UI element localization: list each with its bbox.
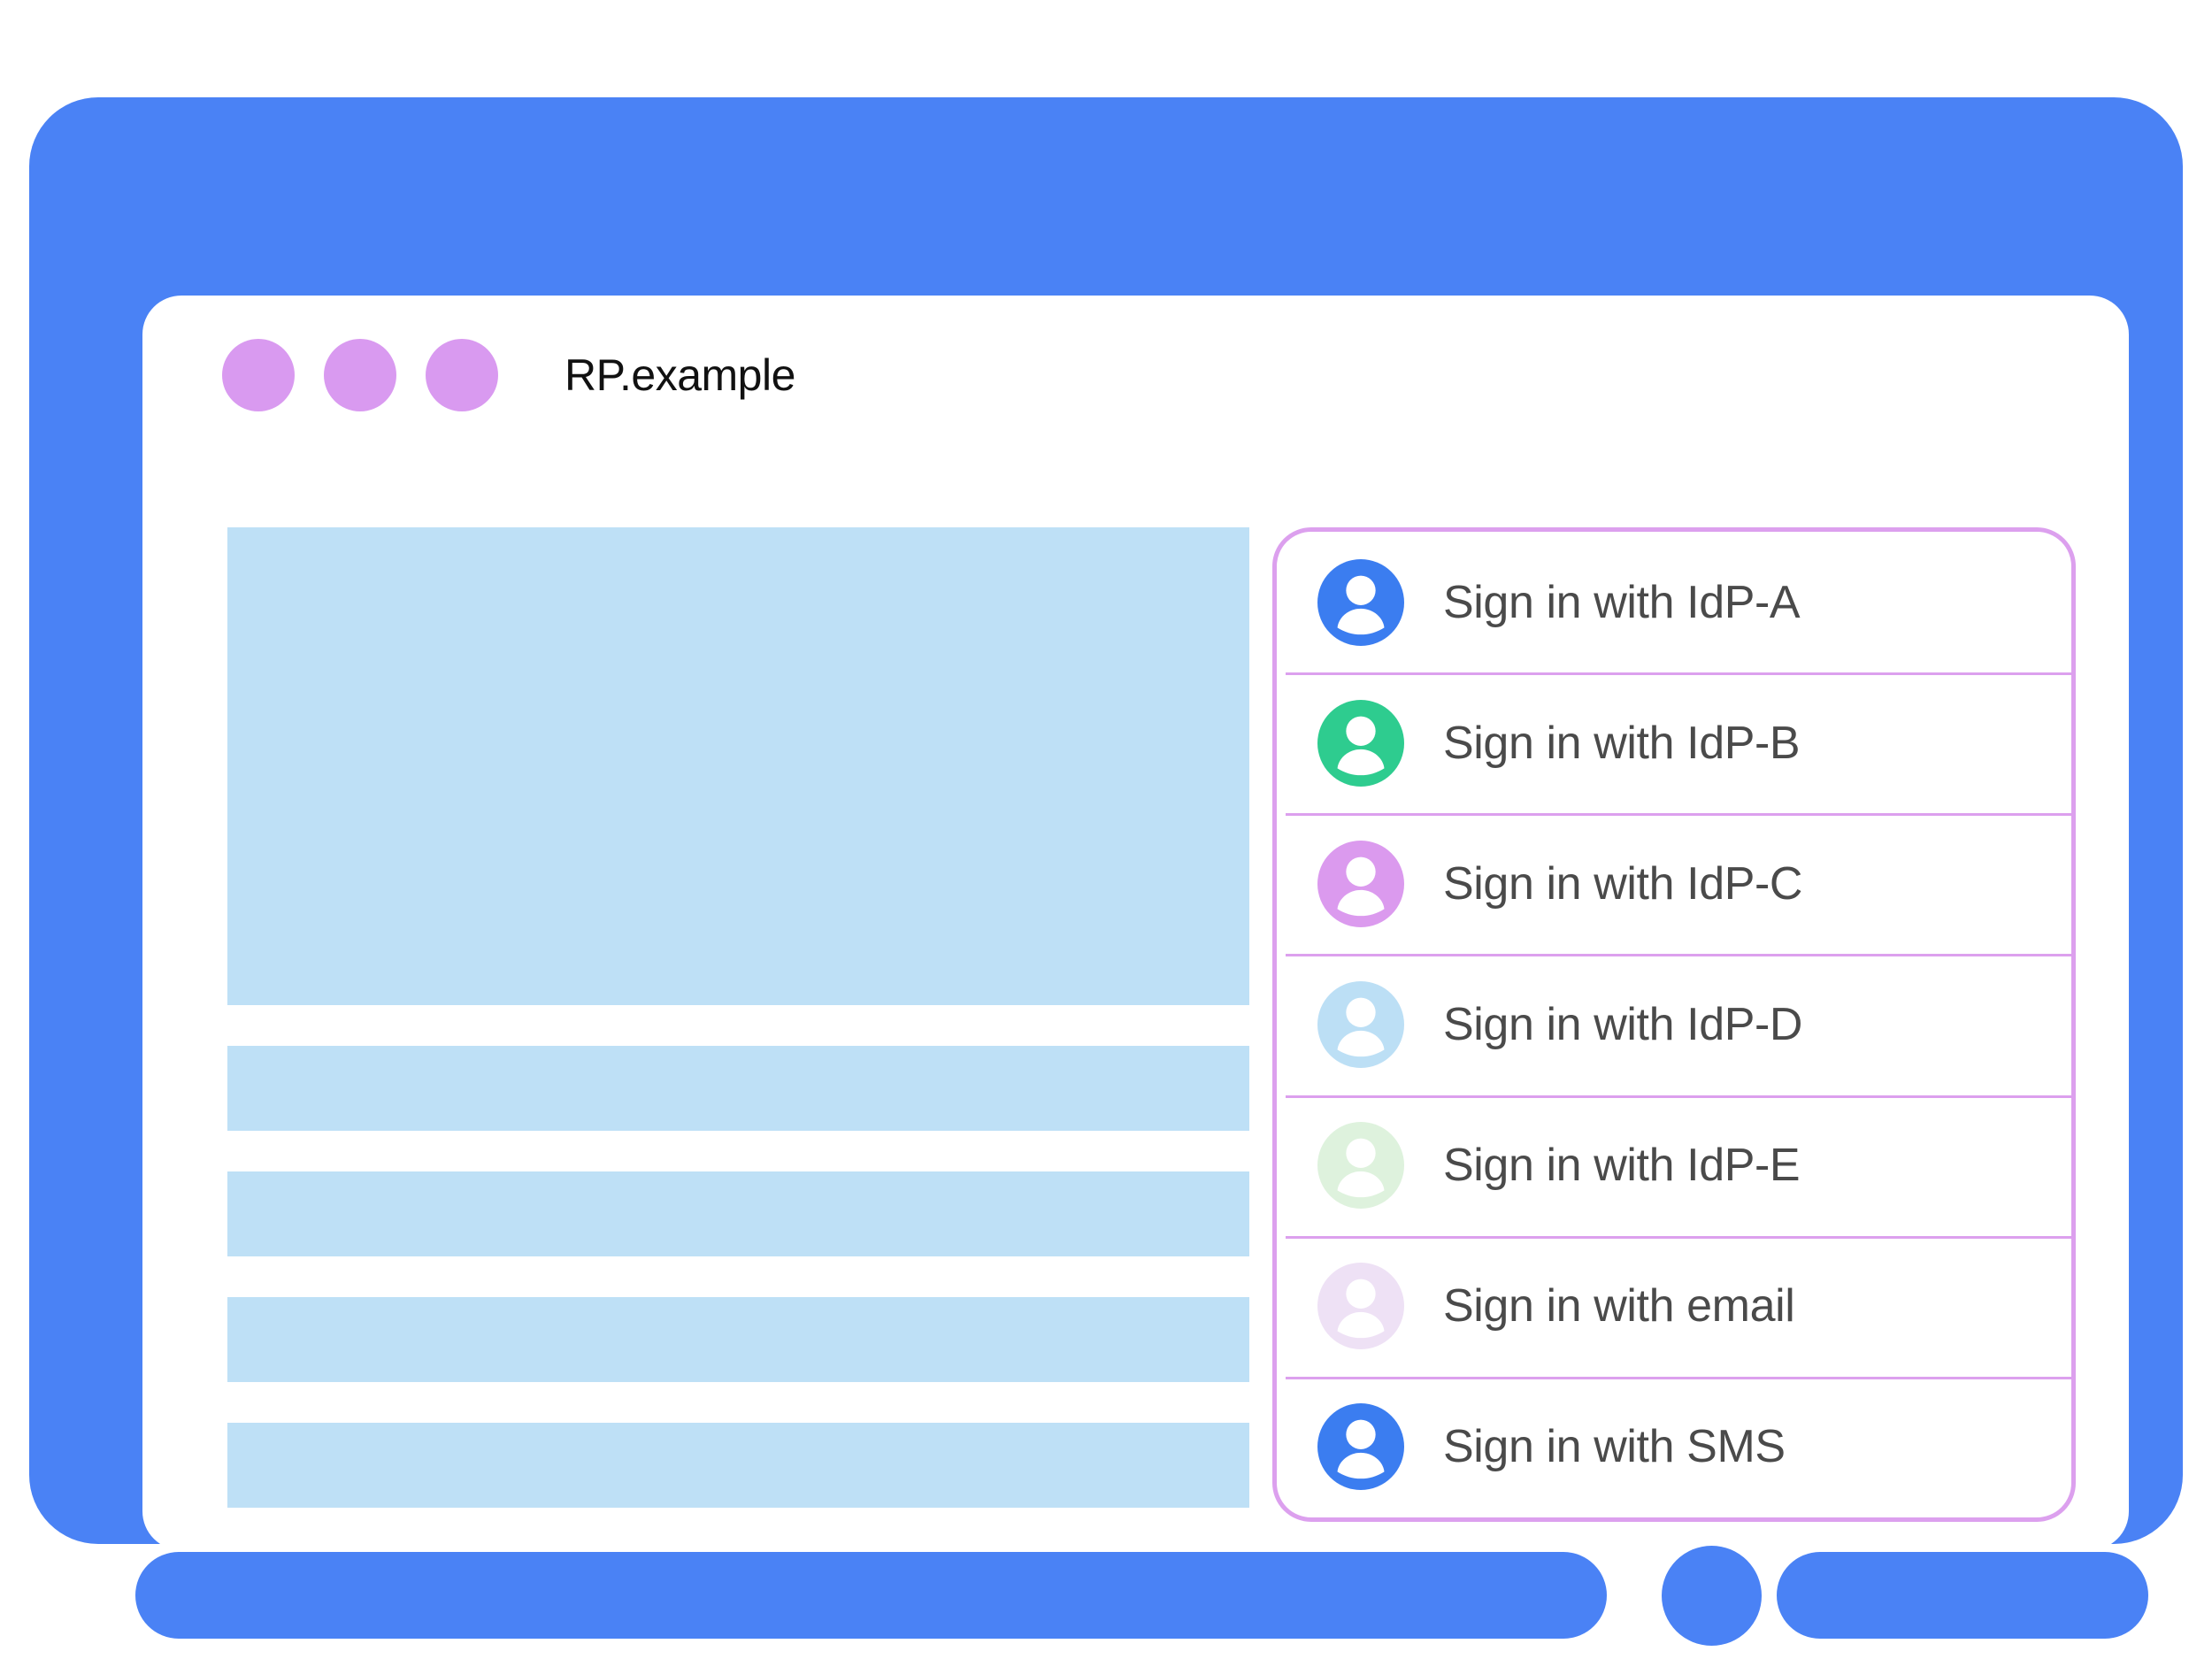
title-bar: RP.example: [142, 296, 2129, 455]
content-block-row-2: [227, 1171, 1249, 1256]
content-block-hero: [227, 527, 1249, 1005]
signin-option-row[interactable]: Sign in with IdP-E: [1277, 1094, 2071, 1236]
signin-option-row[interactable]: Sign in with IdP-D: [1277, 954, 2071, 1094]
signin-option-label: Sign in with IdP-B: [1443, 717, 1801, 769]
content-placeholders: [227, 527, 1249, 1508]
signin-option-label: Sign in with IdP-E: [1443, 1140, 1801, 1192]
signin-option-row[interactable]: Sign in with IdP-B: [1277, 672, 2071, 813]
signin-option-row[interactable]: Sign in with SMS: [1277, 1376, 2071, 1517]
signin-option-label: Sign in with IdP-D: [1443, 998, 1803, 1050]
content-block-row-4: [227, 1423, 1249, 1508]
signin-option-label: Sign in with IdP-C: [1443, 857, 1803, 910]
home-button[interactable]: [1662, 1546, 1762, 1646]
person-avatar-icon: [1317, 558, 1404, 646]
bezel-bar-right: [1777, 1552, 2148, 1639]
signin-option-label: Sign in with email: [1443, 1280, 1795, 1333]
signin-option-row[interactable]: Sign in with IdP-C: [1277, 813, 2071, 954]
person-avatar-icon: [1317, 1122, 1404, 1210]
person-avatar-icon: [1317, 840, 1404, 927]
content-block-row-3: [227, 1297, 1249, 1382]
signin-option-row[interactable]: Sign in with email: [1277, 1235, 2071, 1377]
signin-popup: Sign in with IdP-A Sign in with IdP-B Sign…: [1272, 527, 2076, 1522]
person-avatar-icon: [1317, 699, 1404, 787]
person-avatar-icon: [1317, 1263, 1404, 1350]
person-avatar-icon: [1317, 1403, 1404, 1491]
signin-option-row[interactable]: Sign in with IdP-A: [1277, 532, 2071, 672]
person-avatar-icon: [1317, 980, 1404, 1068]
bezel-bar-left: [135, 1552, 1607, 1639]
signin-option-label: Sign in with IdP-A: [1443, 576, 1801, 628]
window-dot-3[interactable]: [426, 339, 498, 411]
content-block-row-1: [227, 1046, 1249, 1131]
signin-option-label: Sign in with SMS: [1443, 1421, 1786, 1473]
window-dot-1[interactable]: [222, 339, 295, 411]
window-dot-2[interactable]: [324, 339, 396, 411]
page-title: RP.example: [565, 350, 795, 400]
